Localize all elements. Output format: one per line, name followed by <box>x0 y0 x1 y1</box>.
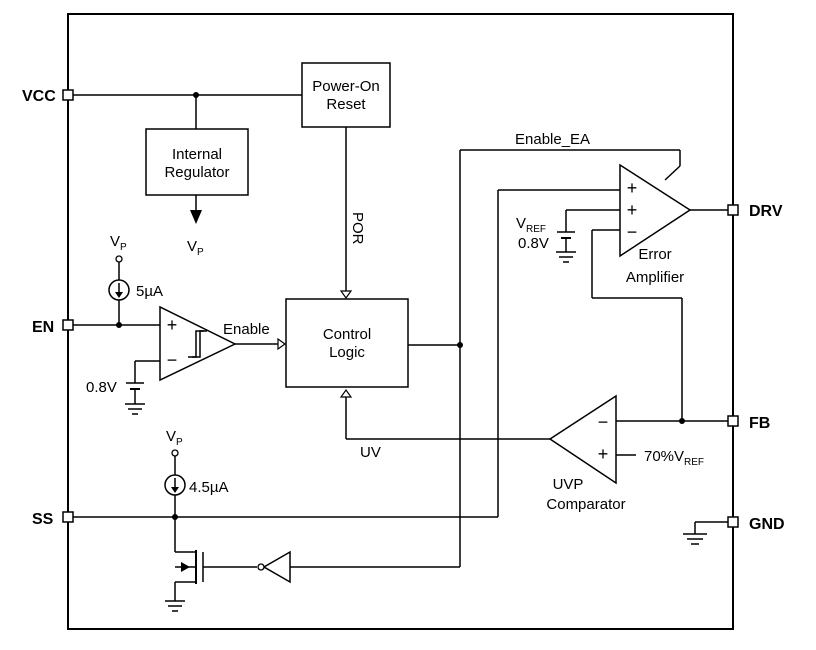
control-logic-block <box>285 298 409 388</box>
gnd-symbol <box>683 521 728 545</box>
pin-en <box>62 319 74 331</box>
vp-en-label: VP <box>110 233 127 253</box>
fb-feedback-wire <box>591 229 728 424</box>
ss-discharge-mosfet <box>165 517 257 612</box>
por-label-2: Reset <box>326 96 366 113</box>
pin-gnd <box>727 516 739 528</box>
control-logic-label-1: Control <box>323 326 371 343</box>
logic-output-net <box>290 149 681 568</box>
ss-to-ea-wire <box>73 189 620 518</box>
pin-en-label: EN <box>32 319 54 336</box>
inverter <box>257 550 291 584</box>
uvp-comparator <box>548 394 617 485</box>
regulator-output-arrow <box>190 195 202 224</box>
por-label-1: Power-On <box>312 78 380 95</box>
en-reference-label: 0.8V <box>86 379 117 396</box>
vref-source <box>556 209 620 263</box>
pin-fb-label: FB <box>749 415 770 432</box>
pin-drv-label: DRV <box>749 203 783 220</box>
ea-plus-2: + <box>627 200 638 220</box>
ss-current-label: 4.5µA <box>189 479 229 496</box>
pin-vcc-label: VCC <box>22 88 56 105</box>
uv-signal <box>339 388 550 440</box>
ea-minus: − <box>627 222 638 242</box>
ss-current-source <box>164 449 186 517</box>
uvp-label-2: Comparator <box>546 496 625 513</box>
vp-ss-label: VP <box>166 428 183 448</box>
ea-label-1: Error <box>638 246 671 263</box>
pin-drv <box>727 204 739 216</box>
por-label: POR <box>349 212 366 245</box>
en-comp-plus: + <box>167 315 178 335</box>
uvp-ref-label: 70%VREF <box>644 448 704 468</box>
pin-ss <box>62 511 74 523</box>
pin-fb <box>727 415 739 427</box>
pin-gnd-label: GND <box>749 516 785 533</box>
en-comparator <box>159 305 237 382</box>
uvp-minus: − <box>598 412 609 432</box>
en-comp-minus: − <box>167 350 178 370</box>
internal-regulator-block <box>145 128 249 196</box>
uv-label: UV <box>360 444 381 461</box>
enable-ea-label: Enable_EA <box>515 131 590 148</box>
power-on-reset-block <box>301 62 391 128</box>
pin-ss-label: SS <box>32 511 54 528</box>
pin-vcc <box>62 89 74 101</box>
en-node <box>116 322 122 328</box>
regulator-label-1: Internal <box>172 146 222 163</box>
control-logic-label-2: Logic <box>329 344 365 361</box>
ea-label-2: Amplifier <box>626 269 684 286</box>
ea-plus-1: + <box>627 178 638 198</box>
vref-value-label: 0.8V <box>518 235 549 252</box>
en-reference <box>125 360 160 415</box>
vref-label: VREF <box>516 215 546 235</box>
por-signal <box>339 127 353 300</box>
enable-label: Enable <box>223 321 270 338</box>
vcc-net <box>73 92 302 129</box>
hysteresis-icon-2 <box>192 330 207 358</box>
uvp-plus: + <box>598 444 609 464</box>
uvp-label-1: UVP <box>553 476 584 493</box>
en-current-source <box>108 255 130 325</box>
en-current-label: 5µA <box>136 283 163 300</box>
vp-regulator-label: VP <box>187 238 204 258</box>
enable-signal <box>235 337 287 351</box>
regulator-label-2: Regulator <box>164 164 229 181</box>
